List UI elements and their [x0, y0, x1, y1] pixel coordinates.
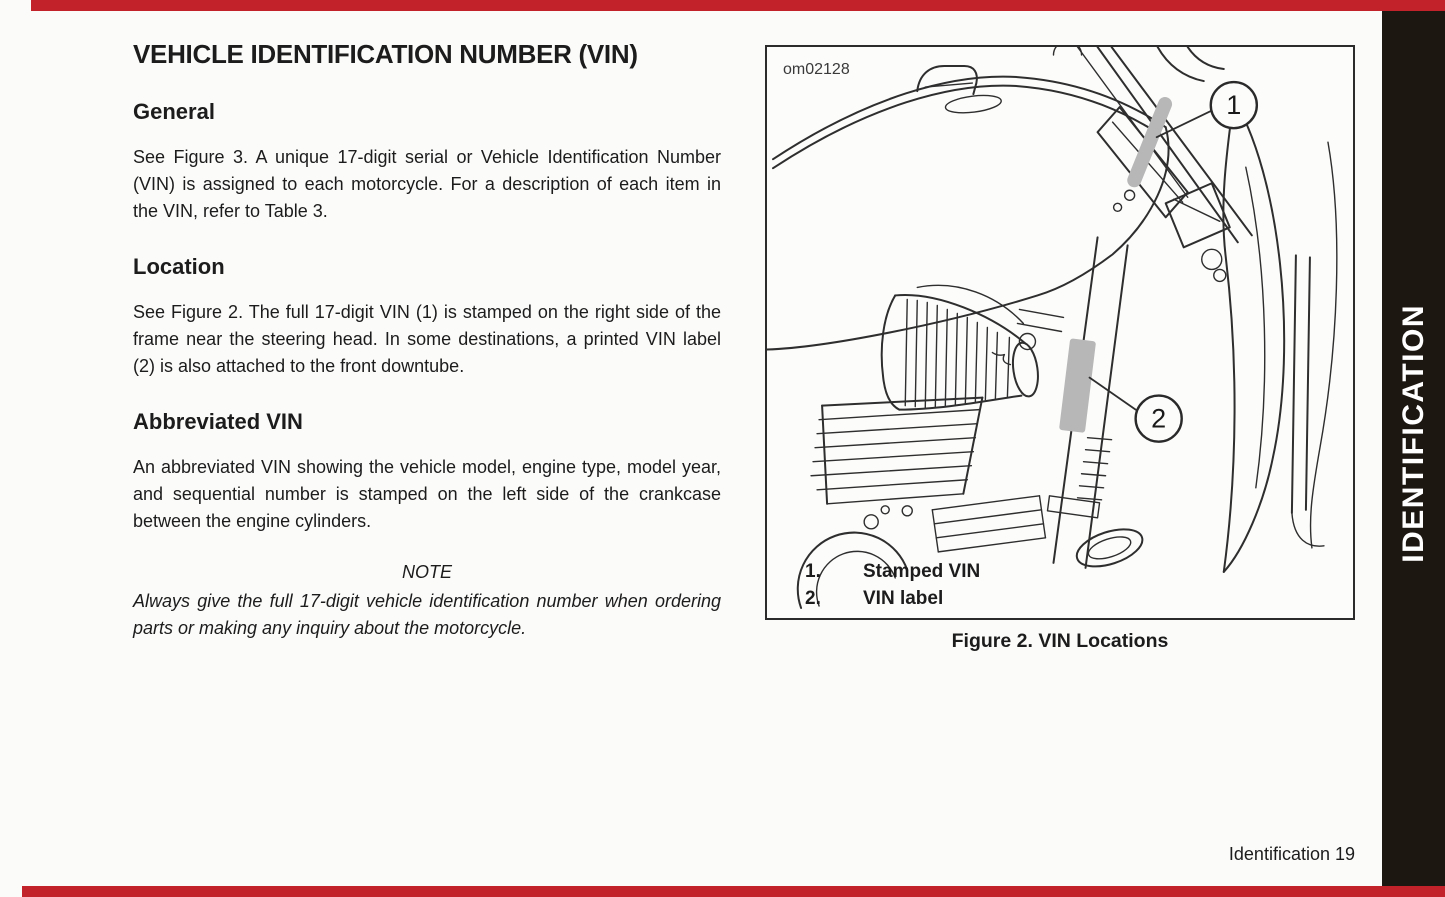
callout-1-leader	[1155, 110, 1212, 139]
callout-1-marker	[1209, 80, 1259, 130]
section-heading-abbreviated-vin: Abbreviated VIN	[133, 409, 303, 435]
figure-code: om02128	[783, 61, 850, 78]
section-body-abbreviated-vin: An abbreviated VIN showing the vehicle m…	[133, 457, 721, 532]
callout-2-number: 2	[1151, 404, 1166, 434]
note-body: Always give the full 17-digit vehicle id…	[133, 591, 721, 639]
figure-legend: 1. Stamped VIN 2. VIN label	[805, 558, 1343, 612]
figure-caption: Figure 2. VIN Locations	[951, 630, 1169, 652]
section-body-location: See Figure 2. The full 17-digit VIN (1) …	[133, 302, 721, 377]
callout-1-number: 1	[1226, 90, 1241, 120]
page-number: Identification 19	[1228, 844, 1355, 864]
section-heading-location: Location	[133, 254, 225, 280]
motorcycle-line-drawing: 1 2	[767, 47, 1338, 609]
vin-label-highlight	[1059, 338, 1096, 433]
figure-vin-locations: 1 2 om02128 1. Stamped VIN 2. VIN label	[765, 45, 1355, 620]
bottom-red-trim	[22, 886, 1445, 897]
legend-label: Stamped VIN	[863, 561, 981, 582]
stamped-vin-highlight	[1127, 97, 1173, 188]
chapter-tab: IDENTIFICATION	[1382, 0, 1445, 897]
section-heading-general: General	[133, 98, 215, 124]
text-column: VEHICLE IDENTIFICATION NUMBER (VIN) Gene…	[133, 39, 721, 642]
callout-2-leader	[1088, 376, 1137, 411]
note-label: NOTE	[401, 562, 452, 583]
legend-number: 2.	[805, 588, 821, 609]
page-title: VEHICLE IDENTIFICATION NUMBER (VIN)	[133, 39, 638, 69]
section-body-general: See Figure 3. A unique 17-digit serial o…	[133, 147, 721, 222]
top-red-trim	[31, 0, 1445, 11]
legend-number: 1.	[805, 561, 821, 582]
legend-item-vin-label: 2. VIN label	[805, 585, 1343, 612]
legend-label: VIN label	[863, 588, 944, 609]
legend-item-stamped-vin: 1. Stamped VIN	[805, 558, 1343, 585]
chapter-tab-label: IDENTIFICATION	[1396, 304, 1430, 563]
callout-2-marker	[1134, 394, 1183, 443]
